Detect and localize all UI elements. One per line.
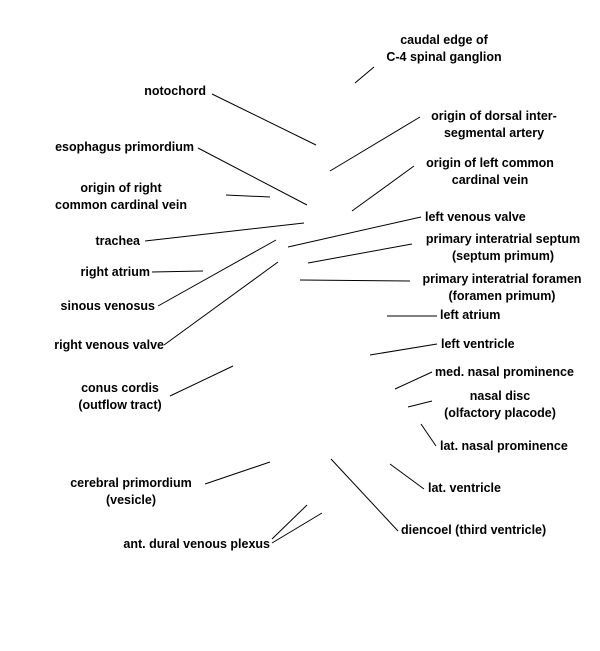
label-conus-cordis: conus cordis (outflow tract) [78, 381, 162, 412]
leader-trachea [144, 222, 305, 242]
label-left-ventricle: left ventricle [441, 337, 515, 351]
leader-lat-nasal [420, 423, 437, 447]
leader-right-atrium [151, 270, 204, 273]
leader-caudal-edge [354, 66, 375, 84]
leader-notochord [211, 93, 317, 146]
leader-diencoel [330, 458, 399, 532]
leader-cerebral [204, 461, 271, 485]
label-nasal-disc: nasal disc (olfactory placode) [444, 389, 556, 420]
leader-esophagus [197, 147, 308, 206]
leader-foramen [299, 279, 411, 282]
leader-med-nasal [394, 371, 433, 390]
leader-dural-plexus-a [271, 504, 308, 540]
label-lat-ventricle: lat. ventricle [428, 481, 501, 495]
label-esophagus-primordium: esophagus primordium [55, 140, 194, 154]
label-right-venous-valve: right venous valve [54, 338, 164, 352]
label-dorsal-intersegmental-artery: origin of dorsal inter- segmental artery [431, 109, 557, 140]
label-ant-dural-venous-plexus: ant. dural venous plexus [123, 537, 270, 551]
leader-left-cardinal [351, 165, 415, 212]
leader-right-venous-valve [163, 261, 279, 346]
label-left-atrium: left atrium [440, 308, 501, 322]
leader-dural-plexus-b [271, 512, 323, 544]
label-right-atrium: right atrium [80, 265, 150, 279]
label-notochord: notochord [144, 84, 206, 98]
leader-left-venous-valve [287, 216, 422, 248]
label-primary-interatrial-foramen: primary interatrial foramen (foramen pri… [422, 272, 582, 303]
leader-septum [307, 243, 413, 264]
leader-dorsal-artery [329, 116, 421, 172]
label-diencoel: diencoel (third ventricle) [401, 523, 547, 537]
label-med-nasal-prominence: med. nasal prominence [435, 365, 574, 379]
leader-left-ventricle [369, 343, 438, 356]
leader-sinous-venosus [157, 239, 277, 307]
label-right-common-cardinal-vein: origin of right common cardinal vein [55, 181, 187, 212]
leader-lat-ventricle [389, 463, 425, 490]
label-trachea: trachea [95, 234, 140, 248]
label-primary-interatrial-septum: primary interatrial septum (septum primu… [425, 232, 581, 263]
label-sinous-venosus: sinous venosus [60, 299, 155, 313]
label-left-venous-valve: left venous valve [425, 210, 526, 224]
leader-right-cardinal [225, 194, 271, 198]
leader-conus [169, 365, 234, 397]
label-caudal-edge: caudal edge of C-4 spinal ganglion [386, 33, 502, 64]
label-left-common-cardinal-vein: origin of left common cardinal vein [426, 156, 554, 187]
label-cerebral-primordium: cerebral primordium (vesicle) [70, 476, 192, 507]
label-lat-nasal-prominence: lat. nasal prominence [440, 439, 568, 453]
leader-nasal-disc [407, 400, 433, 408]
